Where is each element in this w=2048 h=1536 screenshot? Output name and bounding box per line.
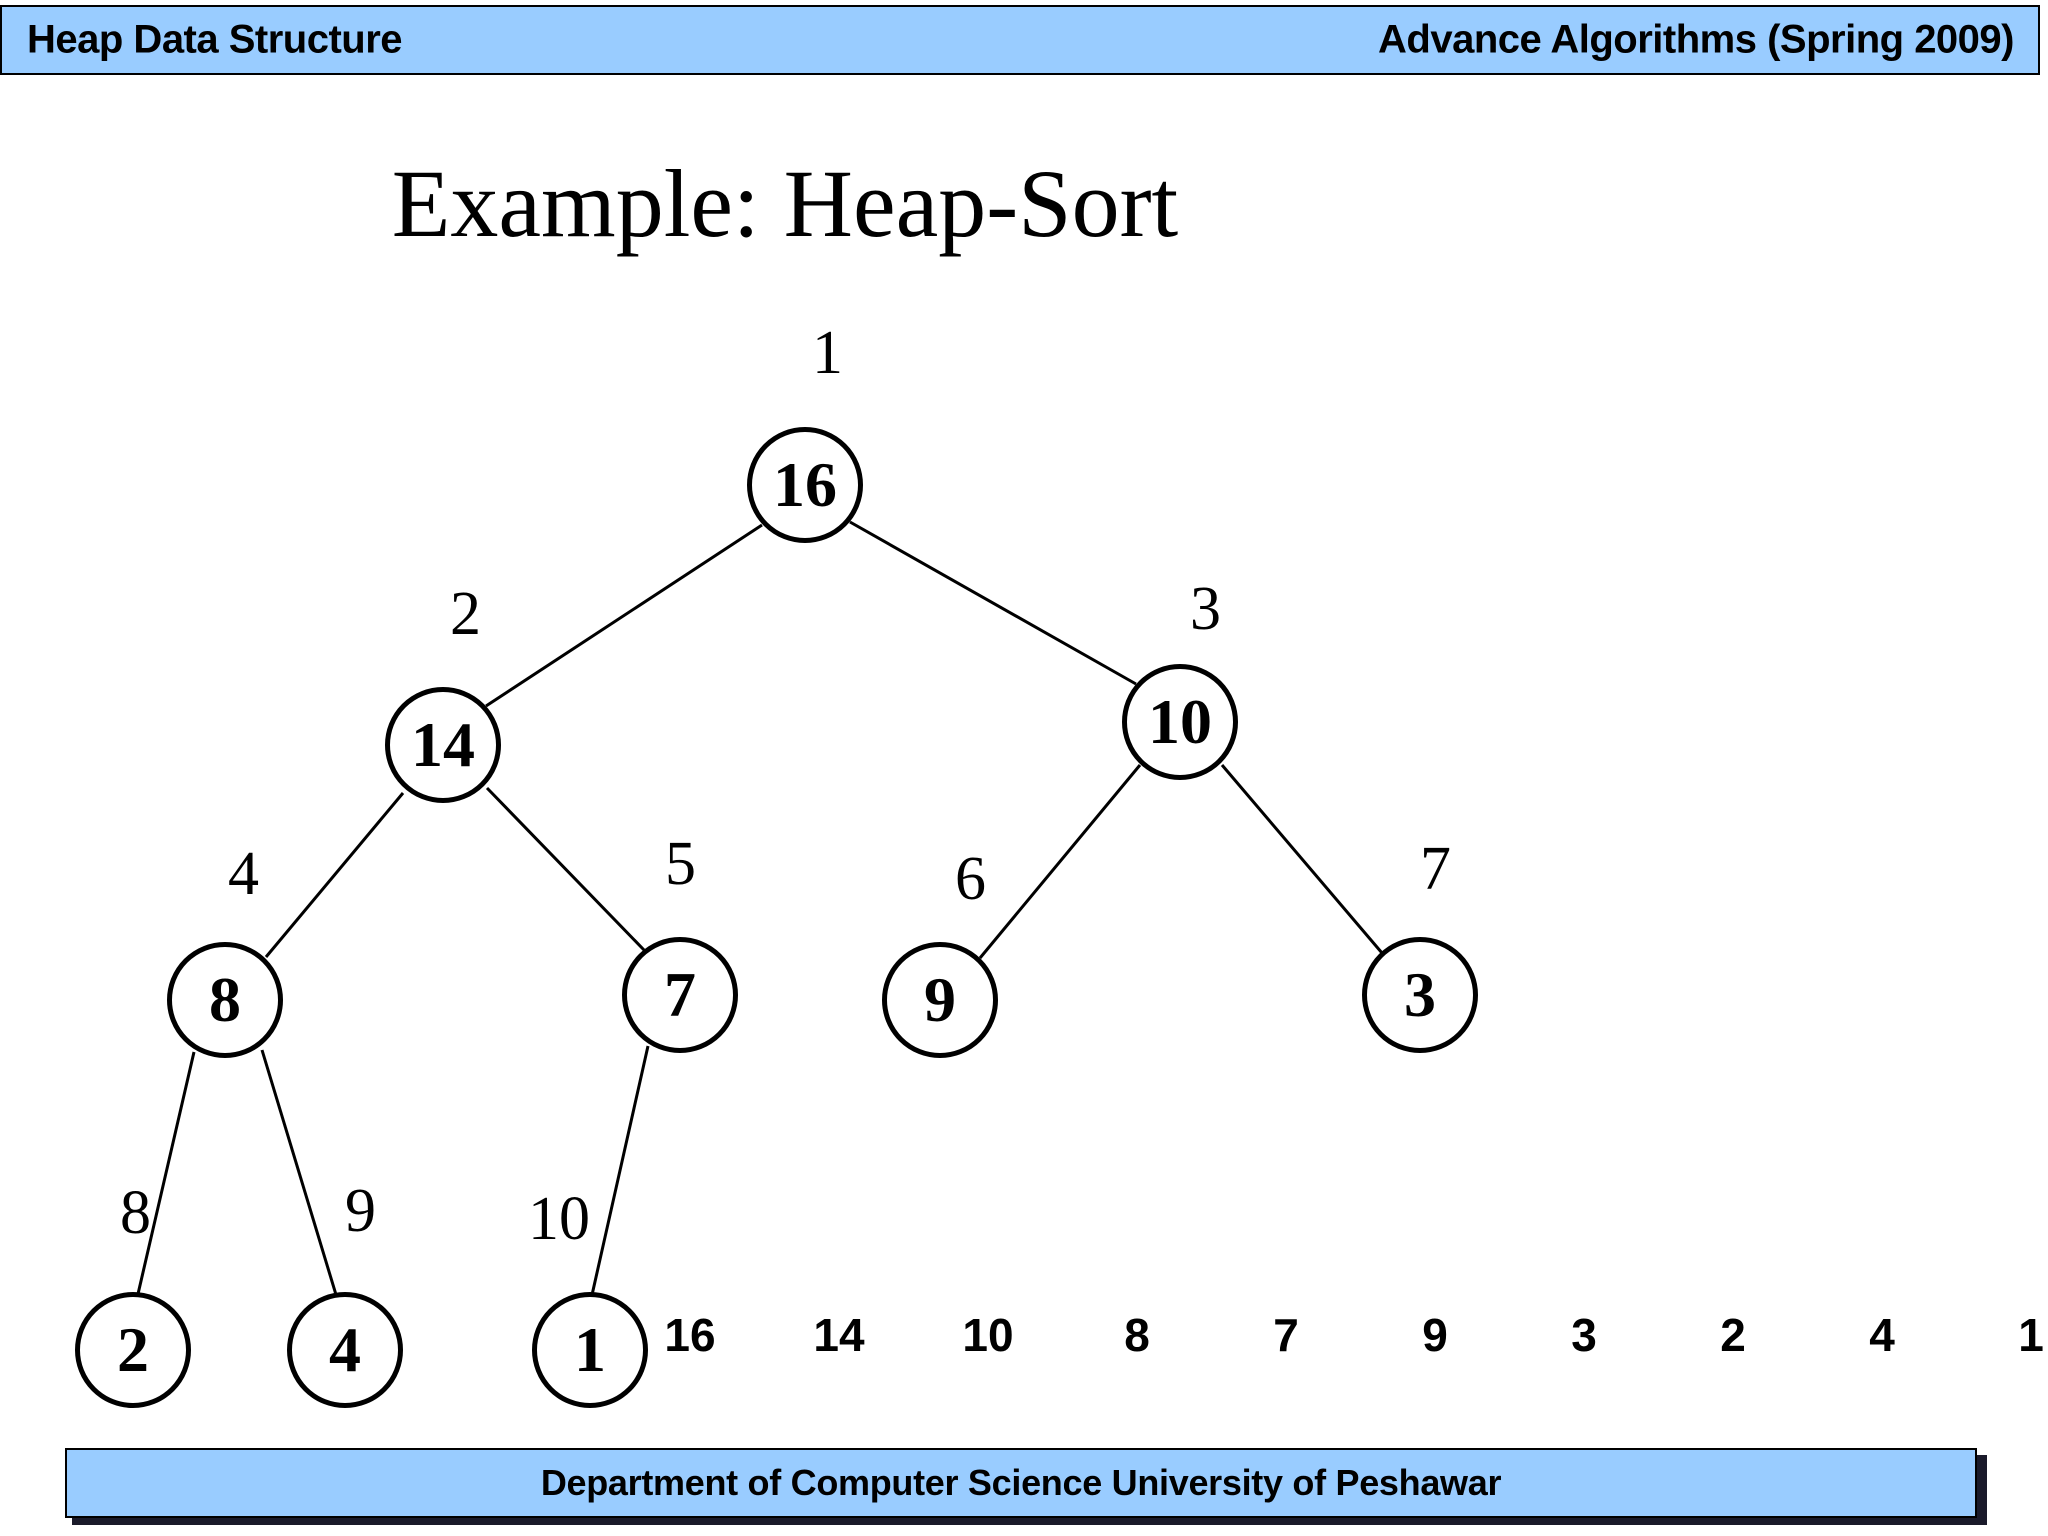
array-cell: 14 — [813, 1309, 865, 1361]
header-left-title: Heap Data Structure — [27, 17, 403, 62]
tree-edge-5-10 — [590, 1045, 650, 1296]
tree-node-5: 7 — [622, 937, 738, 1053]
footer-text: Department of Computer Science Universit… — [540, 1462, 1502, 1503]
tree-edge-4-9 — [260, 1049, 339, 1299]
array-cell: 2 — [1720, 1309, 1746, 1361]
tree-node-index-5: 5 — [665, 830, 696, 898]
tree-node-value: 10 — [1148, 686, 1212, 757]
page-title: Example: Heap-Sort — [391, 150, 1179, 257]
tree-node-index-6: 6 — [955, 845, 986, 913]
tree-edge-4-8 — [136, 1051, 196, 1295]
tree-node-value: 4 — [329, 1314, 361, 1385]
tree-node-index-1: 1 — [812, 319, 843, 387]
tree-node-value: 16 — [773, 449, 837, 520]
tree-node-value: 14 — [411, 709, 475, 780]
tree-node-value: 9 — [924, 964, 956, 1035]
tree-node-value: 8 — [209, 964, 241, 1035]
tree-edge-1-2 — [485, 523, 763, 708]
array-cell: 4 — [1869, 1309, 1895, 1361]
tree-edge-2-4 — [264, 792, 405, 958]
tree-node-8: 2 — [75, 1292, 191, 1408]
tree-node-index-8: 8 — [120, 1179, 151, 1247]
tree-edge-1-3 — [849, 520, 1137, 686]
tree-node-7: 3 — [1362, 937, 1478, 1053]
tree-node-4: 8 — [167, 942, 283, 1058]
array-cell: 8 — [1124, 1309, 1150, 1361]
tree-node-index-3: 3 — [1190, 575, 1221, 643]
tree-node-10: 1 — [532, 1292, 648, 1408]
tree-node-index-9: 9 — [345, 1177, 376, 1245]
tree-node-2: 14 — [385, 687, 501, 803]
tree-edge-3-7 — [1220, 764, 1384, 954]
slide-footer-bar: Department of Computer Science Universit… — [65, 1448, 1977, 1518]
tree-node-value: 3 — [1404, 959, 1436, 1030]
heap-array-row: 16 14 10 8 7 9 3 2 4 1 — [660, 1309, 2043, 1372]
array-cell: 7 — [1273, 1309, 1299, 1361]
tree-node-3: 10 — [1122, 664, 1238, 780]
array-cell: 9 — [1422, 1309, 1448, 1361]
tree-node-index-4: 4 — [228, 840, 259, 908]
tree-node-9: 4 — [287, 1292, 403, 1408]
array-cell: 10 — [962, 1309, 1014, 1361]
tree-node-value: 2 — [117, 1314, 149, 1385]
array-cell: 16 — [664, 1309, 716, 1361]
tree-edge-3-6 — [978, 764, 1142, 959]
header-right-title: Advance Algorithms (Spring 2009) — [1378, 17, 2015, 62]
tree-node-1: 16 — [747, 427, 863, 543]
tree-node-6: 9 — [882, 942, 998, 1058]
tree-node-value: 7 — [664, 959, 696, 1030]
tree-node-index-2: 2 — [450, 580, 481, 648]
array-cell: 3 — [1571, 1309, 1597, 1361]
tree-node-index-10: 10 — [528, 1185, 590, 1253]
slide-header-bar: Heap Data Structure Advance Algorithms (… — [0, 5, 2040, 75]
array-cell: 1 — [2018, 1309, 2044, 1361]
tree-edge-2-5 — [485, 786, 646, 952]
tree-node-index-7: 7 — [1420, 835, 1451, 903]
tree-node-value: 1 — [574, 1314, 606, 1385]
